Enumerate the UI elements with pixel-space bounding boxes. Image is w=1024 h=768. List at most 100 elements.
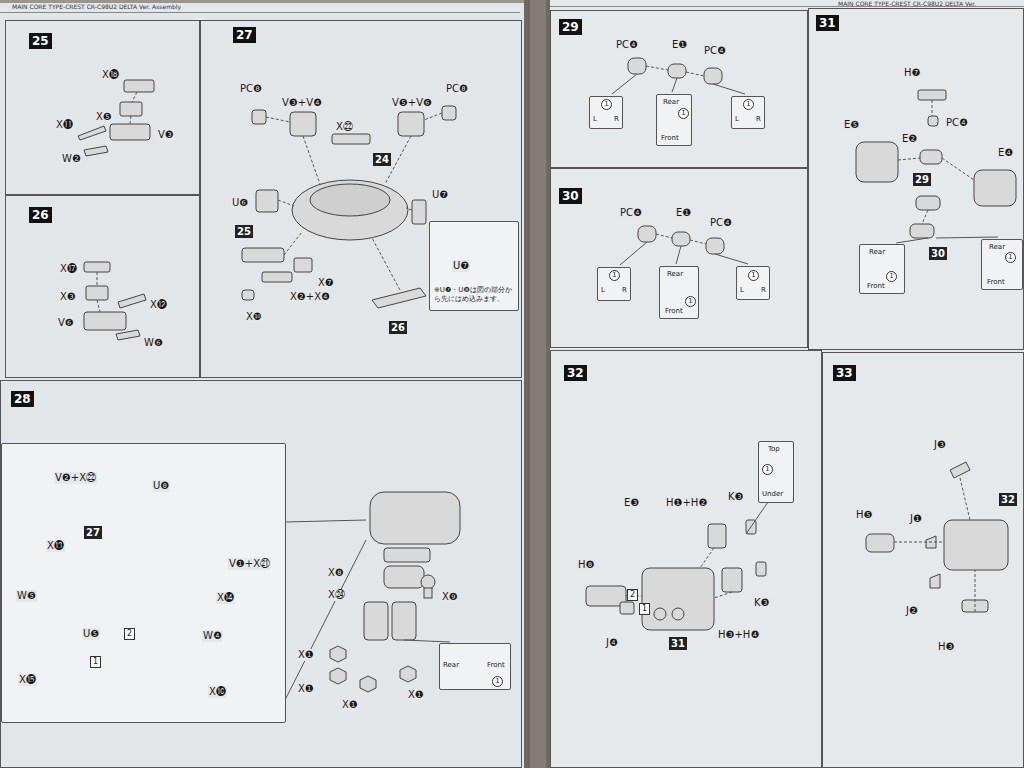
part-label: H❼: [903, 67, 921, 79]
callout-number: Rear: [989, 243, 1005, 252]
part-label: H❺: [855, 509, 873, 521]
step-number: 29: [559, 19, 582, 35]
callout-number: R: [614, 115, 619, 124]
part-label: E❷: [901, 133, 918, 145]
part-label: X⓱: [59, 263, 78, 275]
detail-box: 1LR: [589, 96, 623, 129]
part-label: U❼: [452, 260, 470, 272]
callout-number: L: [601, 286, 605, 295]
callout-number: 1: [678, 108, 689, 119]
part-label: X㉒: [335, 121, 354, 133]
callout-number: Rear: [869, 248, 885, 257]
part-label: W❷: [61, 153, 82, 165]
part-label: X⓲: [101, 69, 120, 81]
part-label: H❽: [577, 559, 595, 571]
callout-number: R: [761, 286, 766, 295]
subassembly-number: 27: [84, 526, 102, 539]
part-label: E❺: [843, 119, 860, 131]
step-panel: 32E❸H❶+H❷K❸H❽21J❹31K❸H❸+H❹Top1Under: [550, 350, 822, 768]
part-label: E❶: [671, 39, 688, 51]
detail-box: Rear1Front: [981, 239, 1023, 290]
part-label: V❻: [57, 317, 75, 329]
callout-number: 1: [748, 270, 759, 281]
part-label: X❺: [95, 111, 113, 123]
part-label: PC❽: [445, 83, 469, 95]
detail-box: V❷+X㉒U❽27X⓭W❺V❶+X㉑X⓮W❹U❺21X⓯X⓰: [1, 443, 286, 723]
subassembly-number: 32: [999, 493, 1017, 506]
part-label: X㉔: [327, 589, 346, 601]
step-number: 31: [816, 15, 839, 31]
part-label: U❼: [431, 189, 449, 201]
part-label: X❶: [407, 689, 425, 701]
part-label: X❶: [341, 699, 359, 711]
callout-number: 1: [1005, 252, 1016, 263]
part-label: J❹: [605, 637, 619, 649]
callout-number: L: [740, 286, 744, 295]
part-label: X⓬: [149, 299, 168, 311]
part-label: W❻: [143, 337, 164, 349]
detail-box: Rear1Front: [656, 94, 692, 146]
part-label: X⓫: [55, 119, 74, 131]
detail-box: Top 1Under: [758, 441, 794, 503]
callout-number: 1: [492, 676, 503, 687]
detail-box: 1LR: [731, 96, 765, 129]
part-label: H❸: [937, 641, 955, 653]
callout-number: L: [593, 115, 597, 124]
part-label: PC❹: [709, 217, 733, 229]
callout-number: Rear: [663, 98, 679, 107]
part-label: K❸: [753, 597, 771, 609]
callout-number: Rear: [667, 270, 683, 279]
callout-number: 2: [124, 628, 135, 640]
note-text: ※U❼・U❽は図の部分から先にはめ込みます。: [434, 286, 514, 304]
part-label: V❸+V❹: [281, 97, 323, 109]
step-number: 27: [233, 27, 256, 43]
part-label: U❺: [82, 628, 100, 640]
part-label: J❸: [933, 439, 947, 451]
step-panel: 29PC❹E❶PC❹1LRRear1Front1LR: [550, 10, 808, 168]
part-label: W❺: [16, 590, 37, 602]
step-panel: 31H❼PC❹E❺E❷29E❹30Rear1FrontRear1Front: [808, 8, 1024, 350]
callout-number: 1: [639, 603, 650, 615]
callout-number: Front: [867, 282, 885, 291]
callout-number: 1: [685, 296, 696, 307]
detail-box: Rear 1Front: [859, 244, 905, 294]
part-label: J❷: [905, 605, 919, 617]
subassembly-number: 24: [373, 153, 391, 166]
part-label: X⓰: [208, 686, 227, 698]
part-label: U❽: [152, 480, 170, 492]
part-label: X❶: [297, 649, 315, 661]
part-label: K❸: [727, 491, 745, 503]
step-number: 30: [559, 188, 582, 204]
part-label: H❶+H❷: [665, 497, 708, 509]
callout-number: 1: [886, 271, 897, 282]
callout-number: Top: [768, 445, 780, 454]
step-number: 33: [833, 365, 856, 381]
callout-number: Front: [665, 307, 683, 316]
part-label: X❼: [317, 277, 335, 289]
step-number: 32: [564, 365, 587, 381]
callout-number: 1: [743, 99, 754, 110]
page-header: MAIN CORE TYPE-CREST CR-C98U2 DELTA Ver.: [838, 0, 976, 7]
callout-number: Front: [987, 278, 1005, 287]
part-label: V❶+X㉑: [228, 558, 271, 570]
part-label: X❸: [59, 291, 77, 303]
part-label: V❷+X㉒: [54, 472, 97, 484]
callout-number: 1: [762, 464, 773, 475]
callout-number: Front: [661, 134, 679, 143]
subassembly-number: 26: [389, 321, 407, 334]
callout-number: R: [756, 115, 761, 124]
step-panel: 28X❽X❾X㉔X❶X❶X❶X❶V❷+X㉒U❽27X⓭W❺V❶+X㉑X⓮W❹U❺…: [0, 380, 522, 768]
part-label: X❾: [441, 591, 459, 603]
subassembly-number: 29: [913, 173, 931, 186]
part-label: X❽: [327, 567, 345, 579]
part-label: E❸: [623, 497, 640, 509]
part-label: U❻: [231, 197, 249, 209]
callout-number: Under: [762, 490, 783, 499]
part-label: E❶: [675, 207, 692, 219]
callout-number: R: [622, 286, 627, 295]
page-header: MAIN CORE TYPE-CREST CR-C98U2 DELTA Ver.…: [12, 3, 181, 10]
subassembly-number: 30: [929, 247, 947, 260]
step-panel: 33J❸J❶H❺32J❷H❸: [822, 352, 1024, 768]
part-label: X❶: [297, 683, 315, 695]
part-label: H❸+H❹: [717, 629, 760, 641]
